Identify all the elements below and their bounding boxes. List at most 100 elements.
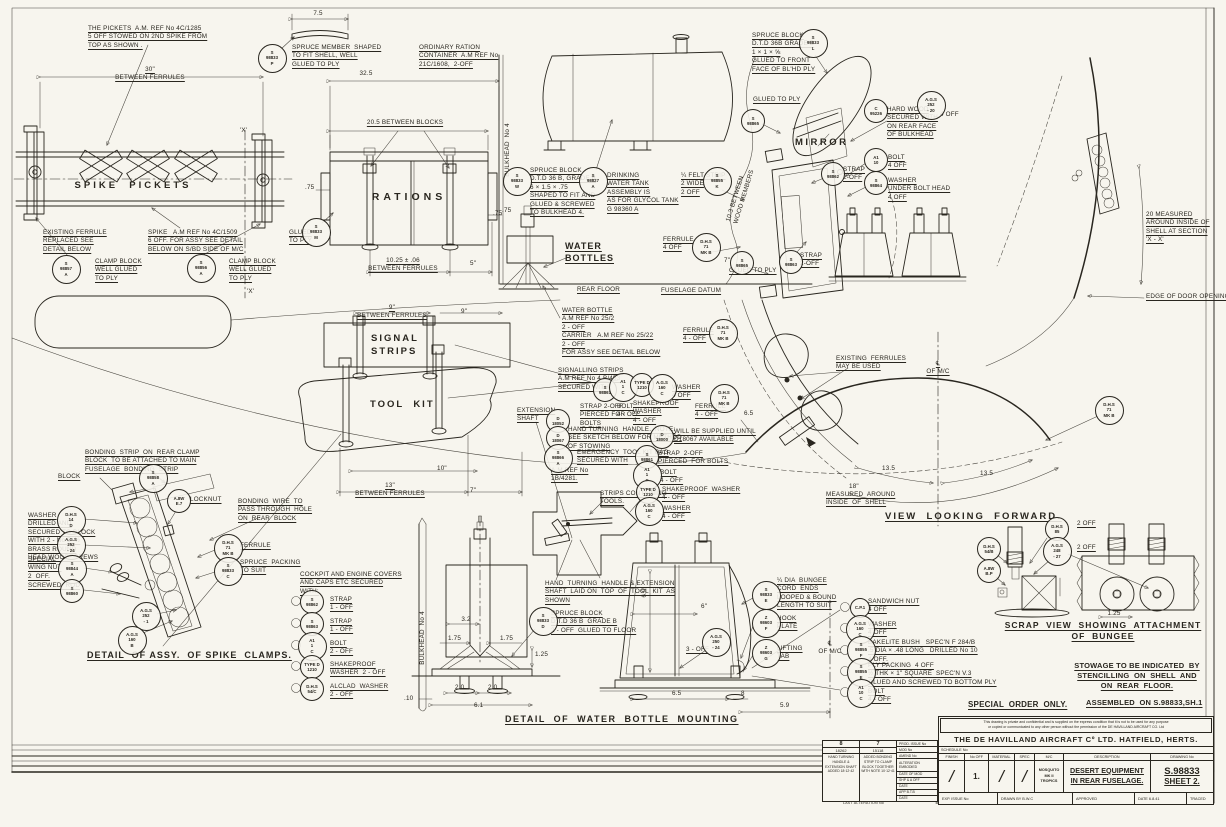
- revision-row: ALTERATION EMBODIED: [897, 759, 937, 772]
- drawing-label: 6.5: [744, 410, 754, 417]
- drawing-label: EXTENSION SHAFT: [517, 407, 556, 423]
- finish-column: FINISH /: [939, 753, 965, 792]
- drawing-label: BOLT 2 - OFF: [330, 640, 354, 656]
- drawing-label: SPIKE A.M REF No 4C/1509 6 OFF. FOR ASSY…: [148, 229, 244, 253]
- drawing-label: FUSELAGE DATUM: [661, 287, 722, 294]
- revision-row: MOD No: [897, 747, 937, 754]
- drawing-label: MEASURED AROUND INSIDE OF SHELL: [826, 491, 896, 507]
- drawing-label: HAND TURNING HANDLE & EXTENSION SHAFT LA…: [545, 580, 676, 604]
- drawing-label: SHAKEPROOF WASHER 4 - OFF: [662, 486, 741, 502]
- drawing-label: BOLT 4 - OFF: [617, 403, 641, 419]
- mirror-title: MIRROR: [795, 137, 849, 148]
- drawing-label: FERRULE 4 OFF: [663, 236, 694, 252]
- drawing-label: REAR FLOOR: [577, 286, 620, 293]
- revision-block: 8 18262 HAND TURNING HANDLE & EXTENSION …: [822, 740, 938, 802]
- drawing-label: 7": [724, 257, 731, 264]
- drawing-label: WILL BE SUPPLIED UNTIL D18067 AVAILABLE: [674, 428, 756, 444]
- drawing-label: ALCLAD WASHER 2 - OFF: [330, 683, 389, 699]
- drawing-label: BONDING WIRE TO PASS THROUGH HOLE ON REA…: [238, 498, 313, 522]
- view-looking-forward-title: VIEW LOOKING FORWARD.: [885, 511, 1062, 522]
- material-column: MATERIAL /: [989, 753, 1015, 792]
- drawing-label: 1.75: [500, 635, 514, 642]
- detail-water-bottle-mounting-title: DETAIL OF WATER BOTTLE MOUNTING: [505, 714, 739, 724]
- drawing-label: 1.25: [1107, 610, 1121, 617]
- drawing-label: HOOK PLATE: [777, 615, 798, 631]
- drawing-label: 10": [437, 465, 447, 472]
- drawing-label: 6.1: [474, 702, 484, 709]
- drawing-label: 6.5: [672, 690, 682, 697]
- drawing-label: 30" BETWEEN FERRULES: [115, 66, 185, 82]
- revision-column-8: 8 18262 HAND TURNING HANDLE & EXTENSION …: [823, 741, 860, 801]
- revision-number: 7: [860, 741, 896, 748]
- drawing-label: SANDWICH NUT 4 OFF: [868, 598, 920, 614]
- schedule-label: SCHEDULE No: [939, 747, 1213, 754]
- drawing-label: 10.25 ± .06 BETWEEN FERRULES: [368, 257, 438, 273]
- scrap-view-title: SCRAP VIEW SHOWING ATTACHMENT OF BUNGEE: [1004, 620, 1202, 642]
- drawing-label: .75: [305, 184, 315, 191]
- drawing-label: 1.25: [535, 651, 549, 658]
- drawing-label: GLUED TO PLY: [753, 96, 801, 103]
- drawing-label: WATER BOTTLE A.M REF No 25/2 2 - OFF CAR…: [562, 307, 661, 357]
- drawing-label: 5.9: [780, 702, 790, 709]
- drawing-label: 1.75: [448, 635, 462, 642]
- drawing-label: 2.0: [488, 684, 498, 691]
- drawing-label: STRAP 2-OFF: [843, 166, 865, 182]
- revision-row: AMEND No: [897, 753, 937, 760]
- drawing-label: WASHER 4 - OFF: [662, 505, 691, 521]
- special-order-note: SPECIAL ORDER ONLY.: [968, 700, 1068, 709]
- drawing-label: 3.2: [461, 616, 471, 623]
- drawing-label: SPRUCE BLOCK D.T.D 36 B GRADE B 2 - OFF …: [551, 610, 637, 634]
- drawing-label: LOCKNUT: [190, 496, 222, 503]
- drawing-label: 13.5: [980, 470, 994, 477]
- drawing-label: 13.5: [882, 465, 896, 472]
- drawing-label: LAST ALTERATION No: [843, 801, 884, 805]
- title-block: This drawing is private and confidential…: [938, 716, 1214, 805]
- detail-spike-clamps-title: DETAIL OF ASSY. OF SPIKE CLAMPS.: [87, 650, 292, 660]
- drawing-label: THE PICKETS A.M. REF No 4C/1285 5 OFF ST…: [88, 25, 208, 49]
- revision-number: 8: [823, 741, 859, 748]
- drawing-label: PLY PACKING 4 OFF ½ THK × 1" SQUARE SPEC…: [868, 662, 997, 686]
- no-off-column: No OFF 1.: [965, 753, 989, 792]
- rations-title: RATIONS: [371, 191, 447, 203]
- drawing-label: BOLT 4 OFF: [888, 154, 907, 170]
- drawing-label: CLAMP BLOCK WELL GLUED TO PLY: [95, 258, 142, 282]
- revision-row: PROD. ISSUE No: [897, 741, 937, 748]
- drawing-label: STRAP 2-OFF: [800, 252, 822, 268]
- drawing-label: LIFTING TAB: [777, 645, 803, 661]
- drawing-label: 5": [470, 260, 477, 267]
- tool-kit-title: TOOL KIT: [370, 399, 435, 410]
- drawing-label: 9" BETWEEN FERRULES: [357, 304, 427, 320]
- assembled-note: ASSEMBLED ON S.98833,SH.1: [1086, 698, 1203, 707]
- drawing-label: BLOCK: [58, 473, 81, 480]
- drawing-label: WASHER UNDER BOLT HEAD 4 OFF: [888, 177, 951, 201]
- drawing-label: EDGE OF DOOR OPENING: [1146, 293, 1226, 300]
- drawing-label: STRAP 2-OFF PIERCED FOR BOLTS: [658, 450, 729, 466]
- drawing-label: ℄ OF M/C: [926, 360, 950, 376]
- confidentiality-note: This drawing is private and confidential…: [940, 718, 1212, 733]
- drawing-label: 9": [461, 308, 468, 315]
